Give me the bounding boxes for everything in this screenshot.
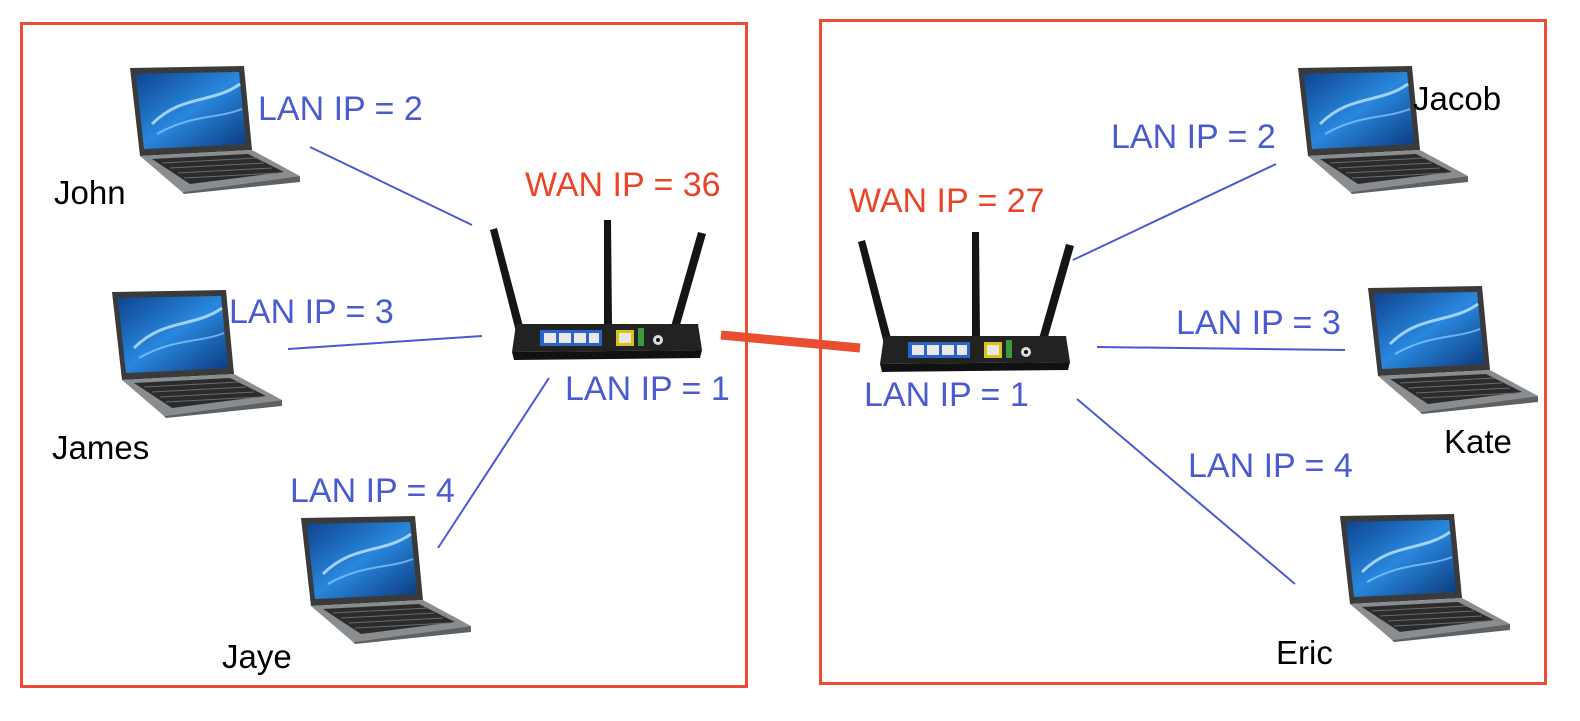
name-jacob: Jacob bbox=[1413, 80, 1502, 117]
laptop-john-icon bbox=[112, 64, 302, 194]
laptop-eric-icon bbox=[1322, 512, 1512, 642]
lan-label-jacob: LAN IP = 2 bbox=[1111, 118, 1276, 156]
lan-label-router-left: LAN IP = 1 bbox=[565, 370, 730, 408]
lan-label-jaye: LAN IP = 4 bbox=[290, 472, 455, 510]
link-eric bbox=[1076, 398, 1296, 585]
lan-label-router-right: LAN IP = 1 bbox=[864, 376, 1029, 414]
right-network-boundary bbox=[819, 19, 1547, 685]
wan-link bbox=[720, 330, 861, 353]
lan-label-james: LAN IP = 3 bbox=[229, 293, 394, 331]
link-kate bbox=[1096, 346, 1346, 351]
left-network-boundary bbox=[20, 22, 748, 688]
link-jaye bbox=[437, 377, 550, 549]
wan-label-right: WAN IP = 27 bbox=[849, 182, 1045, 220]
laptop-kate-icon bbox=[1350, 284, 1540, 414]
link-john bbox=[309, 146, 473, 226]
laptop-jaye-icon bbox=[283, 514, 473, 644]
link-jacob bbox=[1072, 163, 1277, 261]
name-james: James bbox=[52, 429, 150, 466]
lan-label-kate: LAN IP = 3 bbox=[1176, 304, 1341, 342]
name-john: John bbox=[54, 174, 126, 211]
name-kate: Kate bbox=[1444, 423, 1512, 460]
name-jaye: Jaye bbox=[222, 638, 292, 675]
lan-label-john: LAN IP = 2 bbox=[258, 90, 423, 128]
link-james bbox=[287, 335, 483, 350]
wan-label-left: WAN IP = 36 bbox=[525, 166, 721, 204]
name-eric: Eric bbox=[1276, 634, 1333, 671]
router-right-icon bbox=[856, 232, 1076, 392]
lan-label-eric: LAN IP = 4 bbox=[1188, 447, 1353, 485]
router-left-icon bbox=[488, 220, 708, 380]
